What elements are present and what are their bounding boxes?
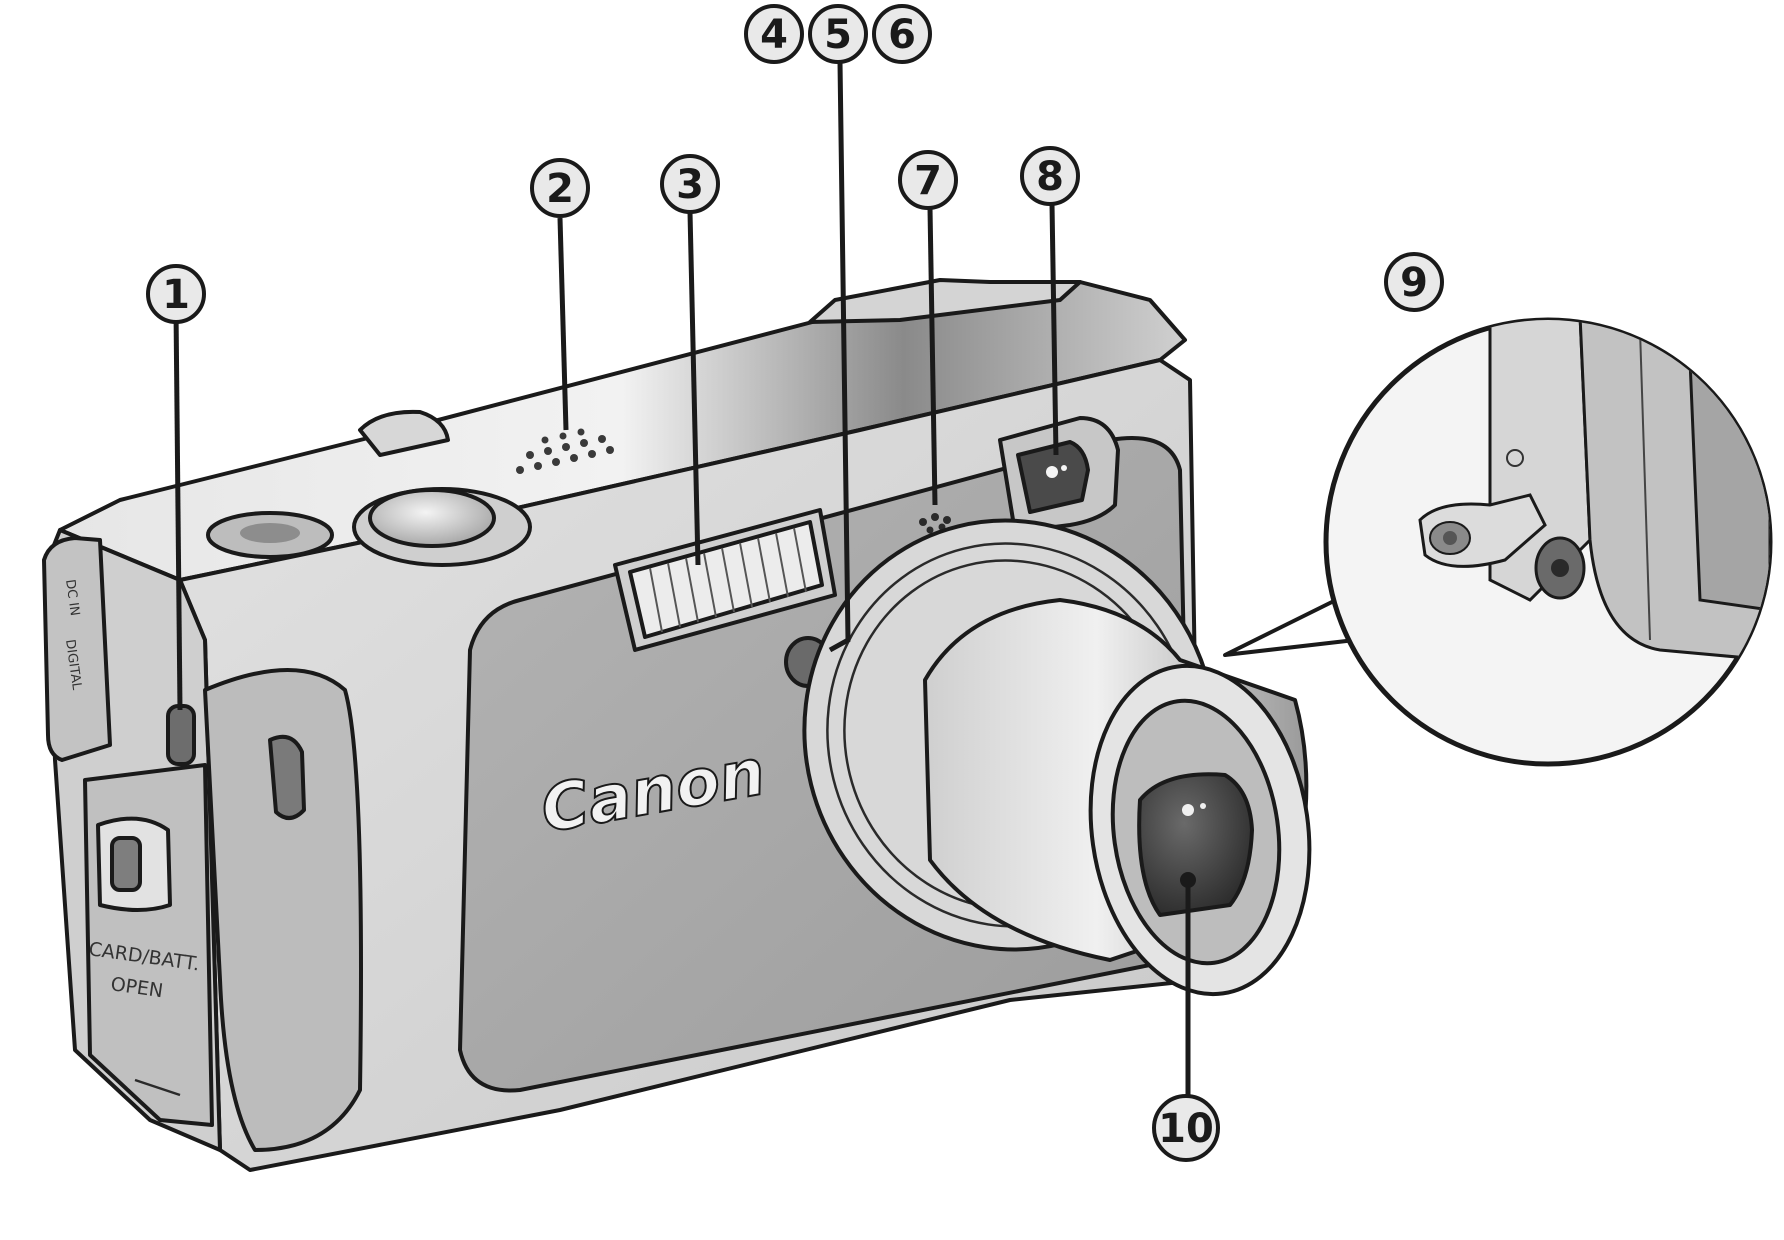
callout-9-label: 9: [1400, 260, 1428, 306]
callout-6: 6: [872, 4, 932, 64]
callout-1-label: 1: [162, 272, 190, 318]
leader-4-5-6: [828, 61, 851, 653]
callout-2-label: 2: [546, 166, 574, 212]
callout-5: 5: [808, 4, 868, 64]
lens-glass: [1137, 772, 1254, 917]
callout-3: 3: [660, 154, 720, 214]
top-hump: [808, 278, 1082, 324]
dc-in-cover: [42, 536, 112, 762]
callout-8-label: 8: [1036, 154, 1064, 200]
callout-10: 10: [1152, 1094, 1220, 1162]
leader-1: [173, 309, 183, 711]
callout-3-label: 3: [676, 162, 704, 208]
leader-7: [927, 207, 938, 506]
callout-6-label: 6: [888, 12, 916, 58]
callout-2: 2: [530, 158, 590, 218]
leader-2: [557, 217, 569, 431]
callout-4-label: 4: [760, 12, 788, 58]
leader-lines: [173, 61, 1191, 1095]
callout-1: 1: [146, 264, 206, 324]
shutter-button: [368, 488, 496, 548]
speaker-holes: [516, 428, 614, 474]
callout-10-label: 10: [1158, 1106, 1214, 1152]
callout-9: 9: [1384, 252, 1444, 312]
viewfinder-window: [998, 416, 1120, 534]
callout-4: 4: [744, 4, 804, 64]
leader-3: [687, 211, 701, 566]
grip: [203, 668, 363, 1152]
callout-7-label: 7: [914, 158, 942, 204]
callout-5-label: 5: [824, 12, 852, 58]
top-small-button-inner: [240, 523, 300, 543]
lens-assembly: [802, 518, 1312, 997]
door-groove: [134, 1078, 181, 1097]
grip-slot: [268, 735, 306, 820]
callout-7: 7: [898, 150, 958, 210]
camera-body: DC IN DIGITAL CARD/BATT. OPEN: [42, 278, 1312, 1172]
side-label-dc-in: DC IN: [62, 578, 82, 617]
callout-8: 8: [1020, 146, 1080, 206]
flash-window: [613, 508, 837, 652]
lens-highlight-small: [1200, 803, 1206, 809]
side-label-digital: DIGITAL: [62, 638, 84, 691]
inset-strap-mount: [1223, 317, 1773, 767]
door-latch-knob: [110, 836, 142, 892]
part-1-window: [166, 704, 196, 766]
mode-dial: [358, 409, 450, 457]
microphone-holes: [919, 513, 951, 534]
lens-highlight: [1182, 804, 1194, 816]
lens-center-dot: [1180, 872, 1196, 888]
leader-8: [1049, 203, 1059, 456]
